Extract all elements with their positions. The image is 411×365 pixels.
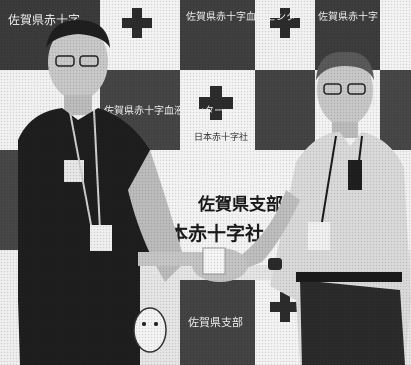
- backdrop-tile-dark: [180, 0, 255, 70]
- backdrop-logo-caption: 日本赤十字社: [194, 131, 248, 143]
- banner-text: 佐賀県支部: [197, 194, 283, 215]
- backdrop-label: 佐賀県赤十字: [318, 10, 378, 23]
- hair: [316, 51, 374, 80]
- banner-text: 日本赤十字社: [150, 222, 264, 245]
- handshake: [192, 247, 248, 282]
- envelope: [202, 247, 226, 275]
- backdrop-tile-light: [380, 0, 411, 70]
- face: [48, 24, 108, 100]
- face: [317, 54, 373, 126]
- id-card: [90, 225, 112, 251]
- backdrop-label: 佐賀県支部: [188, 315, 243, 329]
- belt: [296, 272, 402, 282]
- cross-logo: [270, 292, 300, 322]
- arm: [232, 190, 300, 272]
- mascot-figure: [133, 307, 167, 353]
- backdrop-tile-dark: [255, 70, 315, 150]
- dark-shirt: [18, 108, 160, 365]
- neck: [64, 95, 92, 115]
- pen-in-pocket: [348, 160, 362, 190]
- forearm: [138, 252, 202, 266]
- trousers: [300, 280, 405, 365]
- backdrop-tile-dark: [180, 280, 255, 365]
- hair: [46, 20, 110, 48]
- glasses: [323, 83, 342, 95]
- cross-logo: [199, 86, 233, 120]
- cross-logo: [270, 8, 300, 38]
- wristwatch: [268, 258, 282, 270]
- arm: [128, 150, 185, 282]
- man-left: [18, 20, 202, 365]
- cross-logo: [122, 8, 152, 38]
- backdrop-label: 佐賀県赤十字血液センター: [186, 10, 306, 23]
- id-card: [308, 222, 330, 250]
- backdrop-tile-dark: [380, 70, 411, 150]
- backdrop-label: 佐賀県赤十字血液センター: [104, 104, 224, 117]
- man-right: [232, 51, 411, 365]
- glasses: [55, 55, 75, 67]
